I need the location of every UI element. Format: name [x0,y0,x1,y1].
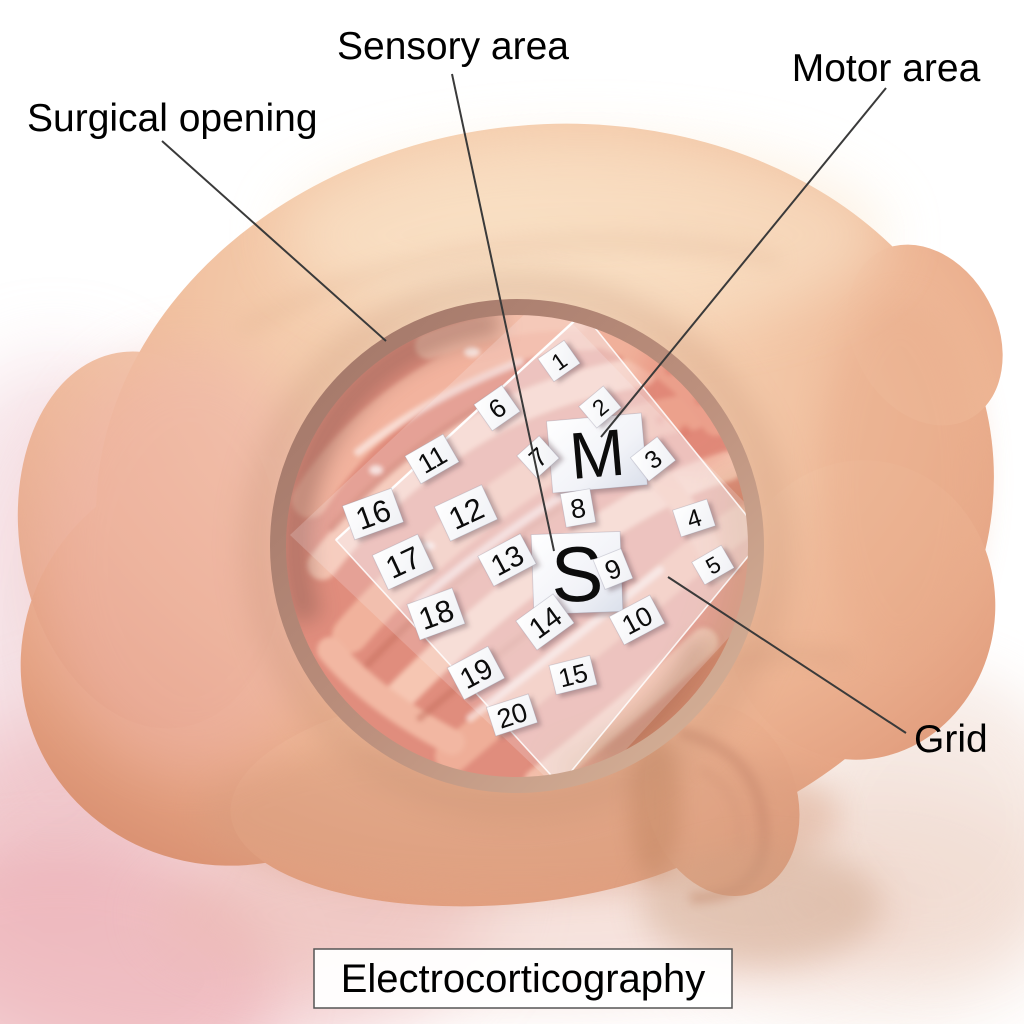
electrode-tile-19: 19 [446,645,510,702]
electrode-tile-8-label: 8 [568,493,588,525]
figure-title: Electrocorticography [341,957,706,1001]
grid-label: Grid [914,718,988,761]
electrode-tile-20: 20 [485,693,542,739]
electrode-tile-3: 3 [629,436,681,483]
electrode-tile-8: 8 [559,488,600,531]
electrode-tile-15: 15 [548,654,601,698]
motor-area-label: Motor area [792,47,981,90]
electrode-tile-1: 1 [537,339,585,384]
electrode-tile-4: 4 [672,498,720,540]
surgical-opening-label: Surgical opening [27,97,318,140]
electrode-tile-12: 12 [433,484,503,544]
title-box: Electrocorticography [313,948,733,1009]
surgical-opening-line [161,140,387,342]
electrode-tile-18: 18 [406,587,470,643]
sensory-area-label: Sensory area [337,25,569,68]
electrode-tile-15-label: 15 [555,657,590,693]
grid-line [667,576,907,734]
electrode-tile-6: 6 [473,384,525,433]
electrode-tile-5: 5 [691,544,739,587]
electrode-tile-16: 16 [341,487,408,543]
ear-folds [629,726,880,965]
opening-rim [270,299,764,793]
sensory-area-line [451,73,555,552]
electrode-tile-13: 13 [477,533,541,589]
motor-marker-card: M [546,412,651,497]
labels: Surgical opening Sensory area Motor area… [27,25,988,761]
electrode-tile-9: 9 [592,548,638,593]
electrode-tile-2: 2 [578,385,627,430]
leader-lines [161,73,907,734]
motor-area-line [600,87,887,438]
